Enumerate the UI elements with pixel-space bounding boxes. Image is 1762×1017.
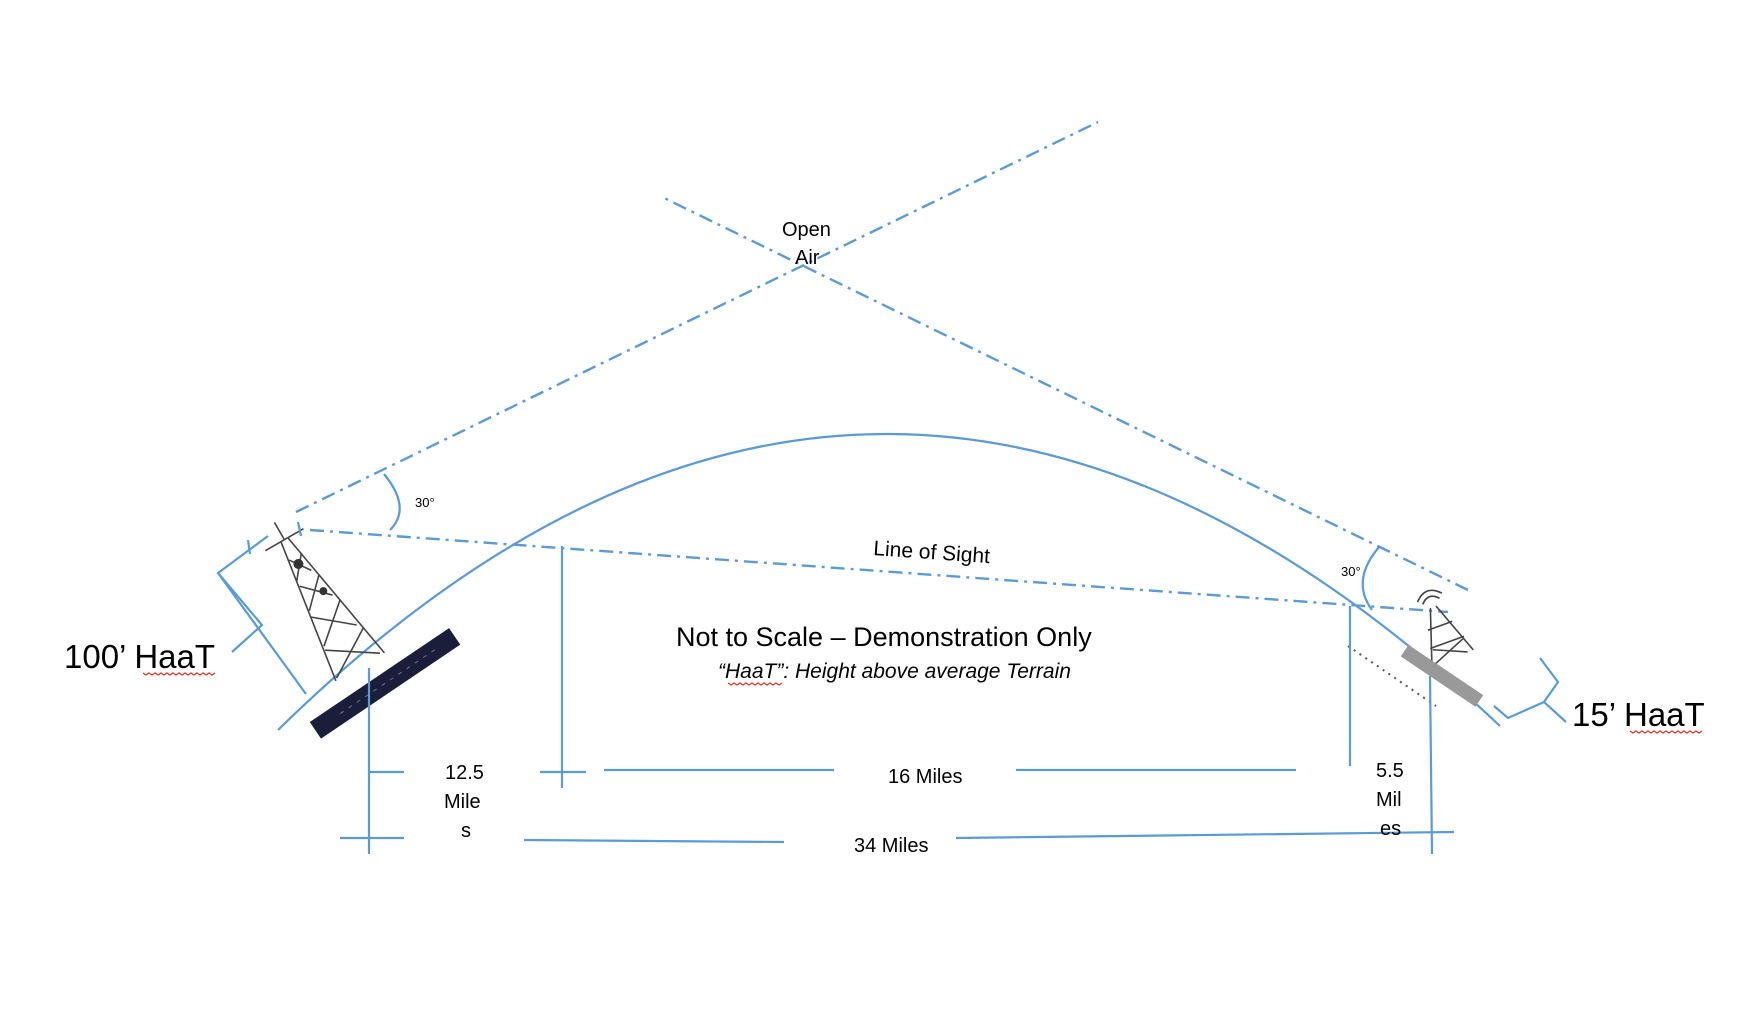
distance-right-line2: Mil (1376, 789, 1402, 811)
upper-beam-left-tower (295, 120, 1099, 514)
open-air-label-2: Air (795, 247, 820, 269)
right-haat-label: 15’ HaaT (1572, 696, 1705, 733)
spellcheck-squiggle-left (142, 672, 216, 676)
right-tower-icon (1416, 589, 1474, 665)
left-brace-tick (246, 539, 252, 555)
right-haat-brace (1493, 657, 1567, 723)
angle-label-left: 30° (415, 495, 435, 510)
right-sign-plate (1400, 644, 1484, 707)
distance-left-line1: 12.5 (445, 762, 484, 784)
earth-curve (277, 432, 1501, 731)
distance-middle: 16 Miles (888, 766, 962, 788)
spellcheck-squiggle-sub (727, 682, 783, 686)
angle-arc-left (383, 473, 401, 531)
total-line-left-b (523, 838, 785, 844)
distance-right-line3: es (1380, 818, 1401, 840)
distance-left-line2: Mile (444, 791, 481, 813)
total-line-right (955, 830, 1455, 840)
left-haat-label: 100’ HaaT (64, 638, 215, 675)
open-air-label-1: Open (782, 219, 831, 241)
distance-total: 34 Miles (854, 835, 928, 857)
left-brace-tick-2 (296, 521, 303, 537)
diagram-subtitle: “HaaT”: Height above average Terrain (718, 660, 1071, 683)
left-haat-brace (216, 535, 307, 695)
left-sign-plate (309, 628, 461, 739)
line-of-sight-beam (309, 528, 1449, 614)
distance-right-line1: 5.5 (1376, 760, 1404, 782)
upper-beam-right-tower (659, 194, 1469, 592)
left-tower-icon (264, 521, 386, 682)
spellcheck-squiggle-right (1629, 730, 1703, 734)
diagram-title: Not to Scale – Demonstration Only (676, 622, 1092, 652)
distance-left-line3: s (461, 820, 471, 842)
angle-arc-right (1361, 545, 1381, 611)
line-of-sight-label: Line of Sight (873, 537, 991, 568)
angle-label-right: 30° (1341, 564, 1361, 579)
drop-line-right-tower (1428, 675, 1434, 855)
